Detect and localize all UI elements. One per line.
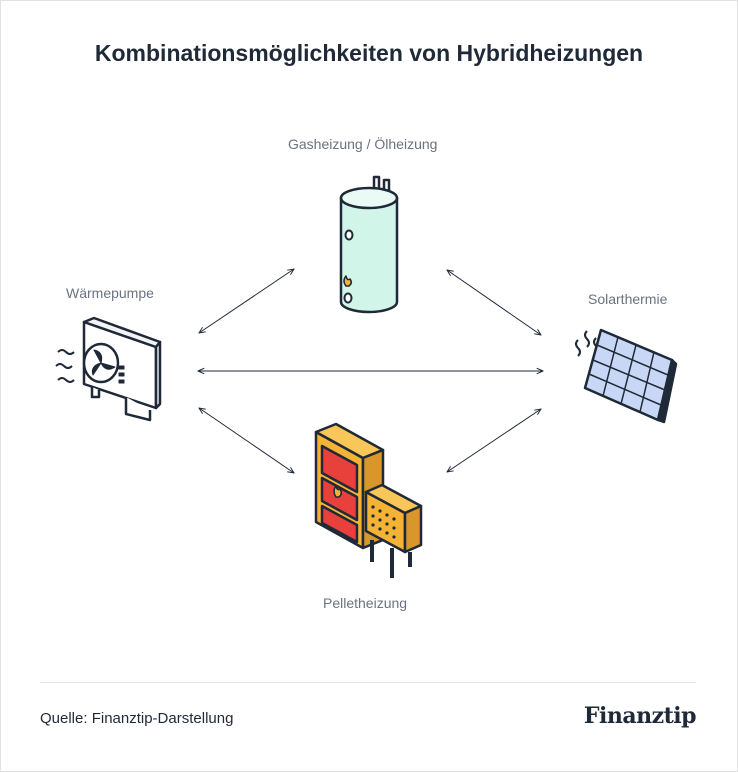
arrow-heatpump-pellet [199, 408, 294, 473]
node-label-gas: Gasheizung / Ölheizung [288, 136, 438, 152]
footer-divider [40, 682, 696, 683]
node-label-solar: Solarthermie [588, 291, 668, 307]
node-label-pellet: Pelletheizung [323, 595, 408, 611]
source-note: Quelle: Finanztip-Darstellung [40, 710, 234, 727]
heat-pump-icon [55, 316, 162, 422]
boiler-icon [339, 175, 399, 314]
page-title: Kombinationsmöglichkeiten von Hybridheiz… [94, 40, 644, 66]
pellet-stove-icon [314, 422, 423, 578]
solar-panel-icon [575, 328, 678, 424]
node-label-heat-pump: Wärmepumpe [66, 285, 154, 301]
finanztip-logo: Finanztip [583, 703, 697, 729]
arrow-heatpump-gas [199, 269, 294, 333]
arrow-pellet-solar [447, 409, 541, 472]
arrow-gas-solar [447, 270, 541, 335]
